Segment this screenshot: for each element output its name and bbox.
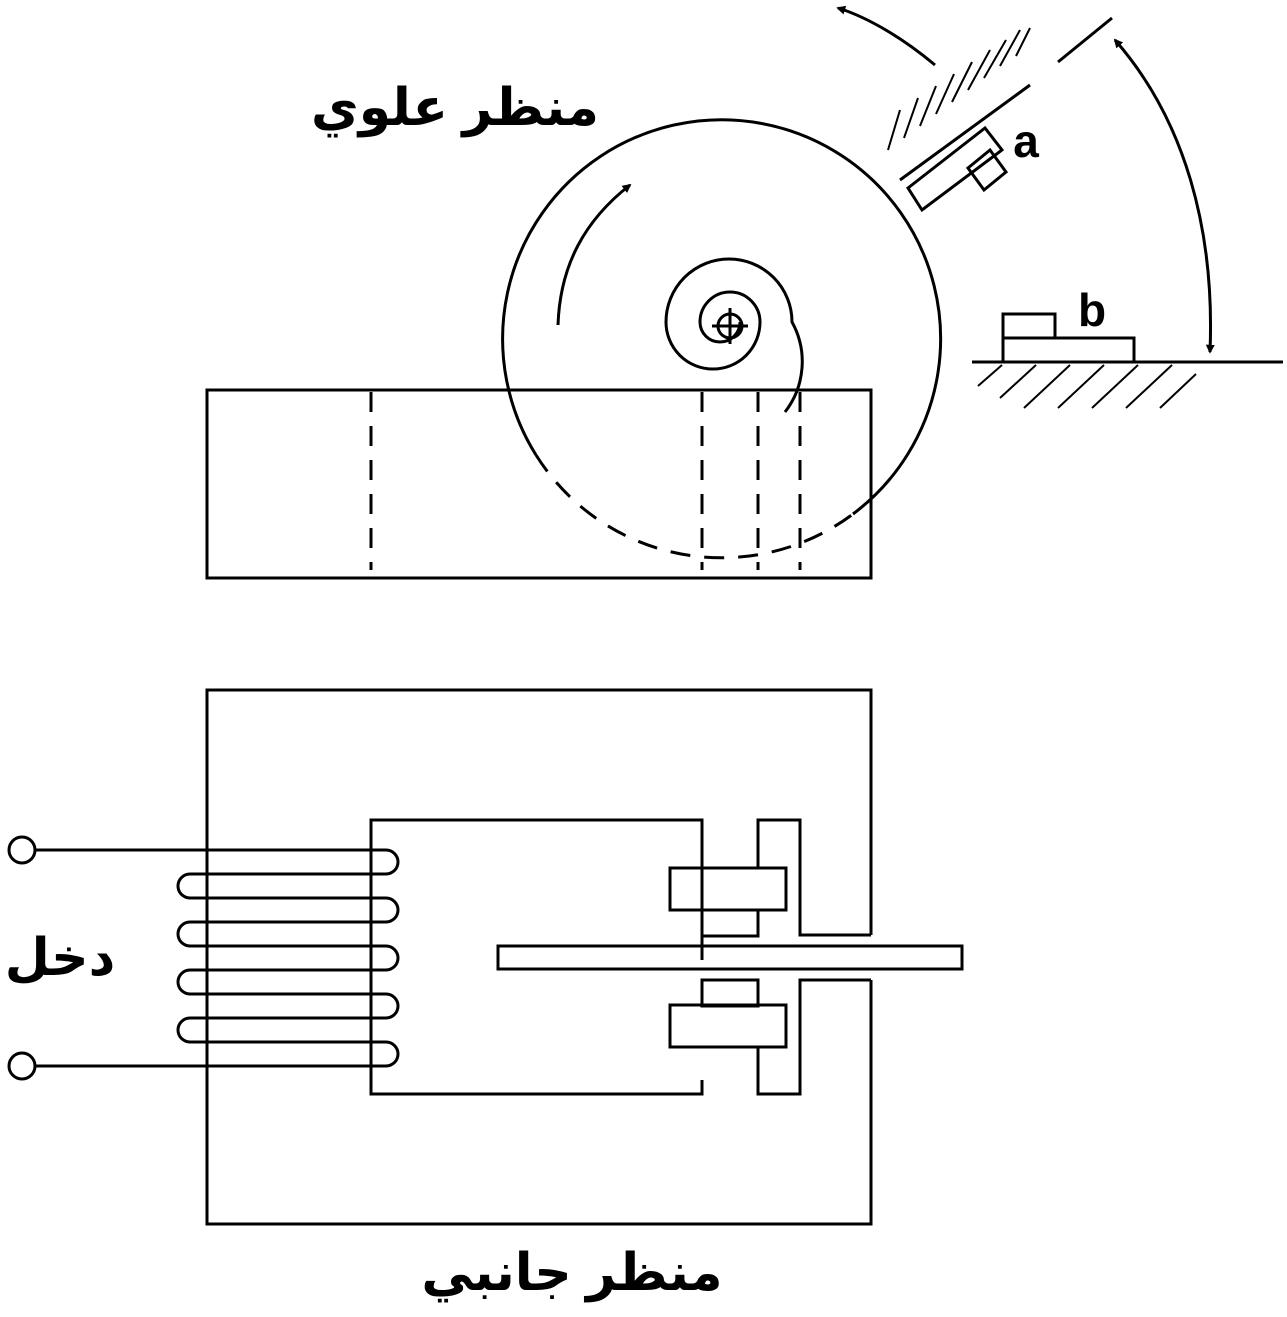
contact-b-label: b (1078, 284, 1106, 336)
direction-arrow (836, 5, 936, 67)
input-label: دخل (5, 929, 116, 987)
coil-winding (35, 848, 400, 1068)
pointer-arm-a (906, 125, 1009, 213)
stop-b-wall (972, 312, 1283, 409)
spiral-spring (664, 257, 804, 413)
magnet-block-top (205, 388, 873, 580)
swing-range-arrow (1113, 38, 1215, 354)
lower-pole-piece (668, 1003, 788, 1049)
inner-core (369, 818, 704, 1096)
input-terminal-top (7, 835, 37, 865)
side-view-label: منظر جانبي (421, 1244, 722, 1303)
magnet-frame (205, 688, 873, 1226)
upper-pole-piece (668, 866, 788, 912)
upper-pole-shoe (756, 818, 871, 937)
top-view-label: منظر علوي (311, 79, 599, 138)
top-view: a b منظر علوي (205, 5, 1283, 580)
stop-a-wall (887, 27, 1031, 182)
disc-rotation-arrow (556, 183, 632, 326)
pivot-icon (712, 308, 748, 344)
core-column (700, 908, 760, 938)
contact-a-label: a (1013, 115, 1039, 167)
rotating-disc (501, 118, 943, 560)
hidden-edges (369, 392, 802, 570)
disc-shaft (496, 944, 964, 971)
swing-range-tick (1057, 16, 1113, 64)
side-view: دخل منظر جانبي (5, 688, 964, 1303)
core-column-lower (700, 978, 760, 1008)
input-terminal-bottom (7, 1051, 37, 1081)
lower-pole-shoe (756, 978, 871, 1096)
